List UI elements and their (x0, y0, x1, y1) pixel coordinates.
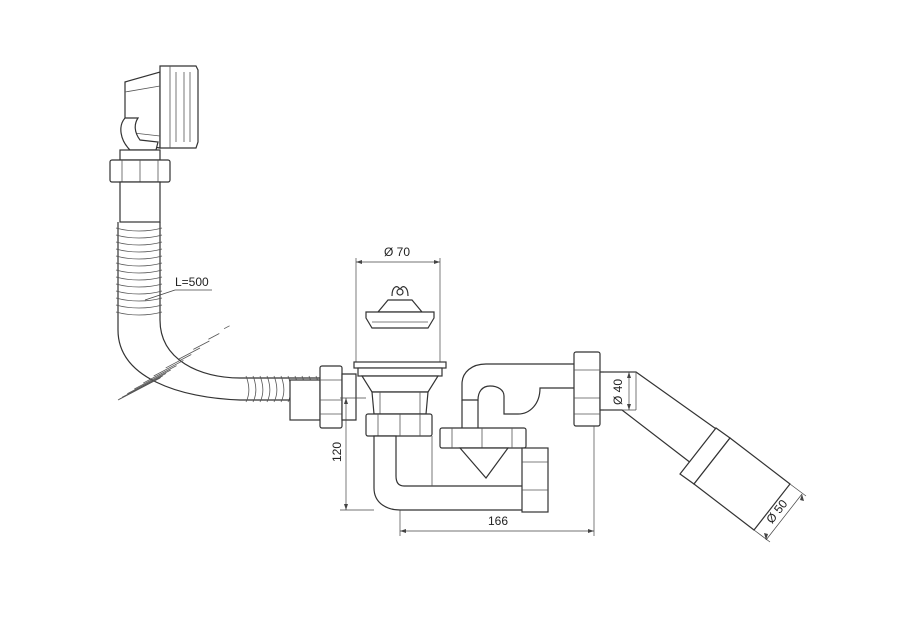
length-dimension: 166 (399, 426, 595, 536)
outlet-pipe-icon (599, 371, 791, 531)
corrugated-hose-icon (115, 222, 320, 403)
union-nut-icon (289, 365, 357, 429)
plug-dimension: Ø 70 (355, 245, 441, 362)
overflow-nut-icon (109, 149, 171, 223)
plug-stopper-icon (365, 286, 435, 329)
height-label: 120 (330, 442, 344, 462)
plug-diameter-label: Ø 70 (384, 245, 410, 259)
hose-length-label: L=500 (175, 275, 209, 289)
length-label: 166 (488, 514, 508, 528)
outlet-inner-diameter-label: Ø 40 (611, 379, 625, 405)
height-dimension: 120 (330, 397, 374, 511)
trap-body-icon (365, 413, 549, 513)
overflow-head-icon (120, 65, 199, 151)
waste-strainer-icon (353, 361, 447, 415)
hose-length-callout: L=500 (144, 275, 212, 301)
outlet-inner-dimension: Ø 40 (604, 371, 636, 411)
outlet-bend-icon (461, 351, 601, 428)
